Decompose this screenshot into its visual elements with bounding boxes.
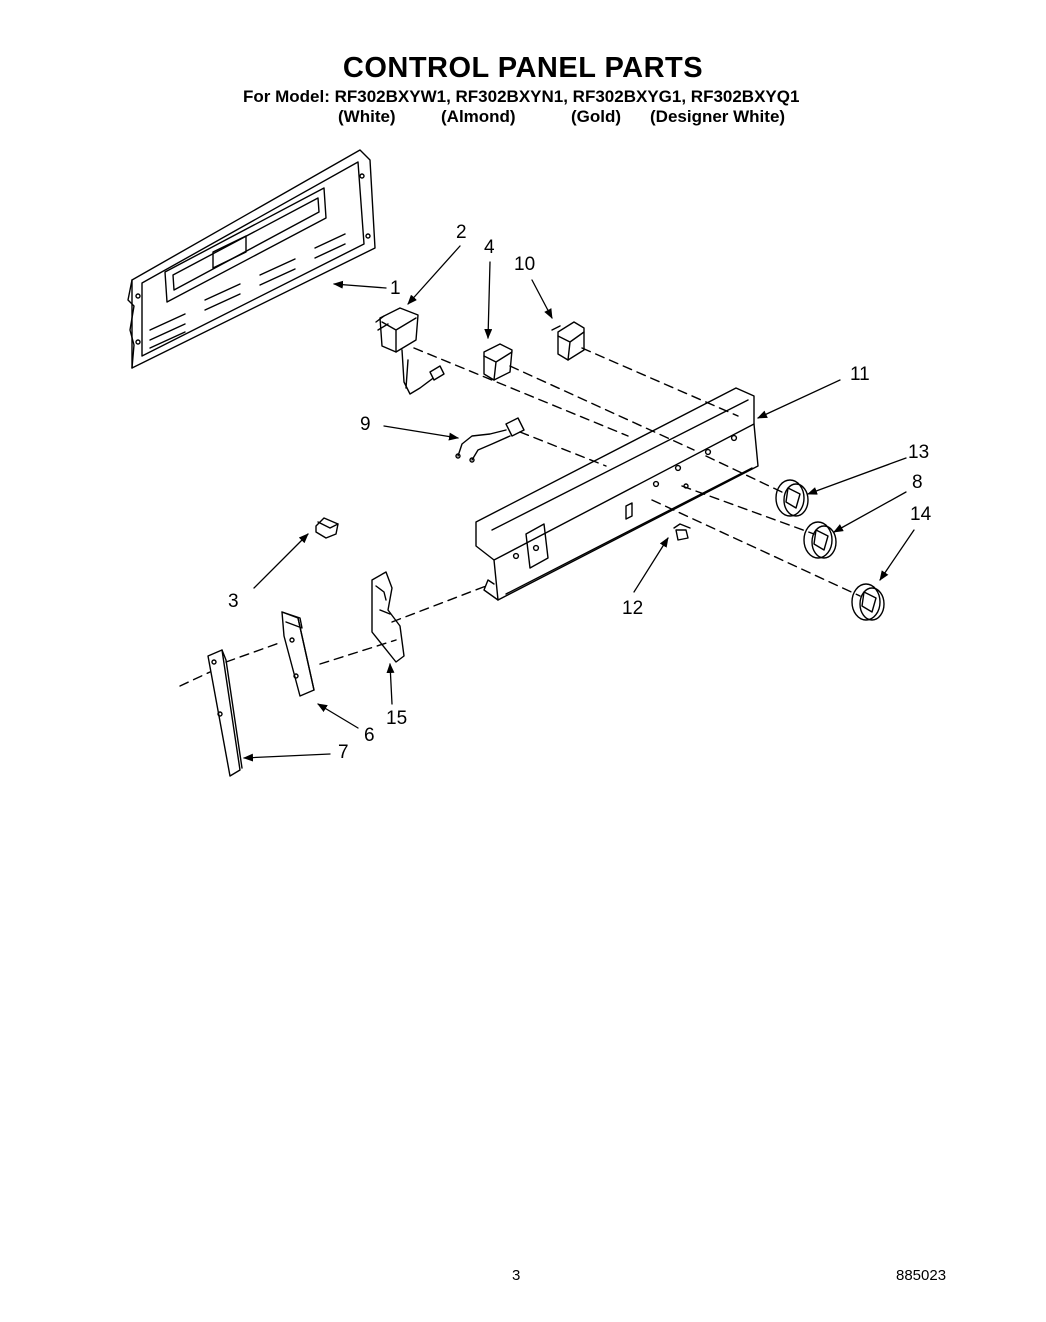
page-title: CONTROL PANEL PARTS	[342, 52, 704, 84]
callout-2: 2	[456, 222, 467, 243]
color-almond: (Almond)	[441, 107, 516, 126]
part-selector-switch	[483, 343, 513, 381]
assembly-dashed-lines	[179, 347, 861, 687]
callout-12: 12	[622, 598, 643, 619]
callout-3: 3	[228, 591, 239, 612]
callout-7: 7	[338, 742, 349, 763]
callout-14: 14	[910, 504, 932, 525]
part-switch-with-harness	[375, 307, 445, 395]
part-side-bracket	[371, 571, 405, 663]
callout-9: 9	[360, 414, 371, 435]
callout-10: 10	[514, 254, 535, 275]
callout-numbers: 1 2 3 4 6 7 8 9 10 11 12 13 14 15	[228, 222, 932, 763]
part-end-trim	[207, 649, 243, 777]
part-end-cap	[281, 611, 315, 697]
page-number: 3	[512, 1267, 521, 1284]
leader-arrows	[243, 245, 915, 762]
callout-4: 4	[484, 237, 495, 258]
model-list: For Model: RF302BXYW1, RF302BXYN1, RF302…	[243, 87, 800, 106]
part-screw	[673, 523, 691, 541]
callout-1: 1	[390, 278, 401, 299]
callout-6: 6	[364, 725, 375, 746]
part-wire-lead	[455, 417, 525, 463]
part-clip	[315, 517, 339, 539]
callout-8: 8	[912, 472, 923, 493]
part-control-manifold-panel	[475, 387, 759, 601]
document-number: 885023	[896, 1267, 947, 1284]
part-knob-14	[851, 583, 885, 621]
callout-13: 13	[908, 442, 929, 463]
part-rear-console-panel	[127, 149, 376, 369]
callout-15: 15	[386, 708, 407, 729]
part-rocker-switch	[551, 321, 585, 361]
part-knob-8	[803, 521, 837, 559]
part-knob-13	[775, 479, 809, 517]
color-designer-white: (Designer White)	[650, 107, 786, 126]
callout-11: 11	[850, 364, 870, 385]
color-gold: (Gold)	[571, 107, 622, 126]
color-white: (White)	[338, 107, 396, 126]
